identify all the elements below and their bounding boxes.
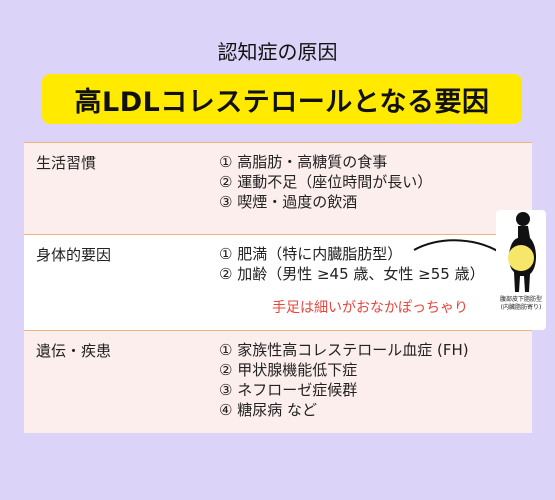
row-category: 身体的要因 bbox=[36, 246, 112, 264]
body-silhouette-icon bbox=[508, 212, 536, 292]
list-item: ② 甲状腺機能低下症 bbox=[219, 361, 358, 379]
body-figure: 腹部皮下脂肪型 (内臓脂肪寄り) bbox=[496, 210, 546, 330]
annotation-note: 手足は細いがおなかぽっちゃり bbox=[270, 297, 470, 317]
row-items: ① 高脂肪・高糖質の食事 ② 運動不足（座位時間が長い） ③ 喫煙・過度の飲酒 bbox=[219, 152, 432, 212]
page-subtitle: 認知症の原因 bbox=[217, 40, 338, 64]
list-item: ③ 喫煙・過度の飲酒 bbox=[219, 193, 358, 211]
list-item: ① 高脂肪・高糖質の食事 bbox=[219, 153, 388, 171]
list-item: ④ 糖尿病 など bbox=[219, 401, 317, 419]
row-items: ① 肥満（特に内臓脂肪型） ② 加齢（男性 ≥45 歳、女性 ≥55 歳） bbox=[219, 244, 485, 284]
list-item: ① 家族性高コレステロール血症 (FH) bbox=[219, 341, 469, 359]
list-item: ② 運動不足（座位時間が長い） bbox=[219, 173, 433, 191]
list-item: ② 加齢（男性 ≥45 歳、女性 ≥55 歳） bbox=[219, 265, 485, 283]
page-title-banner: 高LDLコレステロールとなる要因 bbox=[42, 74, 522, 124]
row-category: 生活習慣 bbox=[36, 154, 97, 172]
table-row-lifestyle: 生活習慣 ① 高脂肪・高糖質の食事 ② 運動不足（座位時間が長い） ③ 喫煙・過… bbox=[24, 142, 532, 235]
figure-caption-line: (内臓脂肪寄り) bbox=[500, 304, 542, 311]
table-row-genetic: 遺伝・疾患 ① 家族性高コレステロール血症 (FH) ② 甲状腺機能低下症 ③ … bbox=[24, 330, 532, 433]
list-item: ① 肥満（特に内臓脂肪型） bbox=[219, 245, 403, 263]
row-category: 遺伝・疾患 bbox=[36, 342, 112, 360]
row-items: ① 家族性高コレステロール血症 (FH) ② 甲状腺機能低下症 ③ ネフローゼ症… bbox=[219, 340, 469, 420]
list-item: ③ ネフローゼ症候群 bbox=[219, 381, 358, 399]
figure-caption-line: 腹部皮下脂肪型 bbox=[499, 296, 542, 303]
figure-caption: 腹部皮下脂肪型 (内臓脂肪寄り) bbox=[496, 296, 546, 312]
